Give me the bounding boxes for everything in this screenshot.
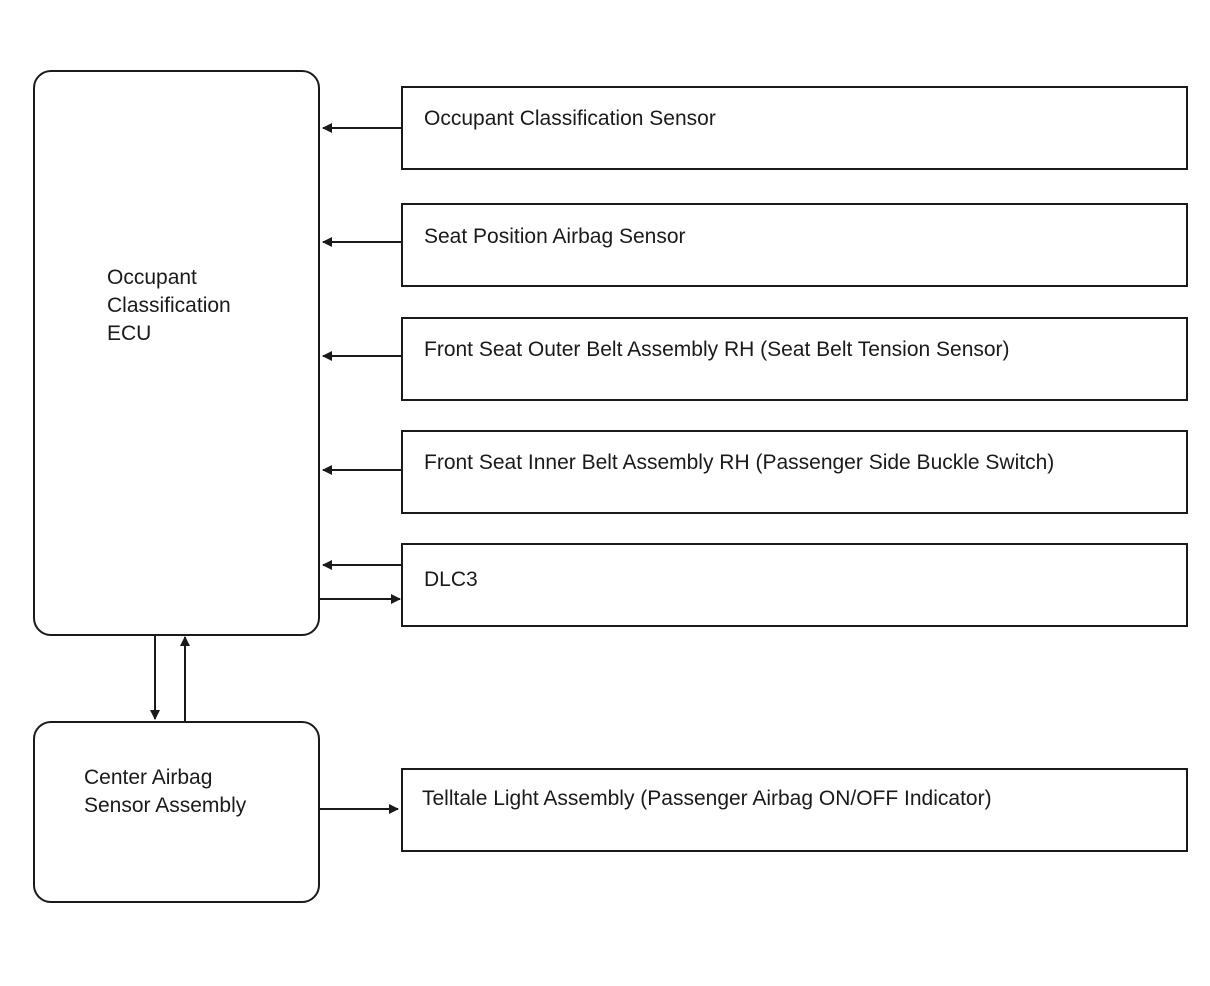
outer-belt-box (401, 317, 1188, 401)
center-airbag-label: Center Airbag Sensor Assembly (84, 764, 246, 820)
ecu-box (33, 70, 320, 636)
center-airbag-label-line-1: Center Airbag (84, 766, 213, 789)
telltale-box (401, 768, 1188, 852)
inner-belt-box (401, 430, 1188, 514)
inner-belt-label: Front Seat Inner Belt Assembly RH (Passe… (424, 451, 1055, 474)
telltale-label: Telltale Light Assembly (Passenger Airba… (422, 787, 992, 810)
outer-belt-label: Front Seat Outer Belt Assembly RH (Seat … (424, 338, 1010, 361)
seat-position-box (401, 203, 1188, 287)
center-airbag-label-line-2: Sensor Assembly (84, 794, 247, 817)
ecu-label-line-2: Classification (107, 294, 231, 317)
dlc3-label: DLC3 (424, 568, 478, 591)
ecu-label-line-1: Occupant (107, 266, 197, 289)
dlc3-box (401, 543, 1188, 627)
ecu-label-line-3: ECU (107, 322, 152, 345)
occupant-sensor-box (401, 86, 1188, 170)
seat-position-label: Seat Position Airbag Sensor (424, 225, 686, 248)
occupant-sensor-label: Occupant Classification Sensor (424, 107, 716, 130)
center-airbag-box (33, 721, 320, 903)
ecu-label: Occupant Classification ECU (107, 264, 231, 348)
